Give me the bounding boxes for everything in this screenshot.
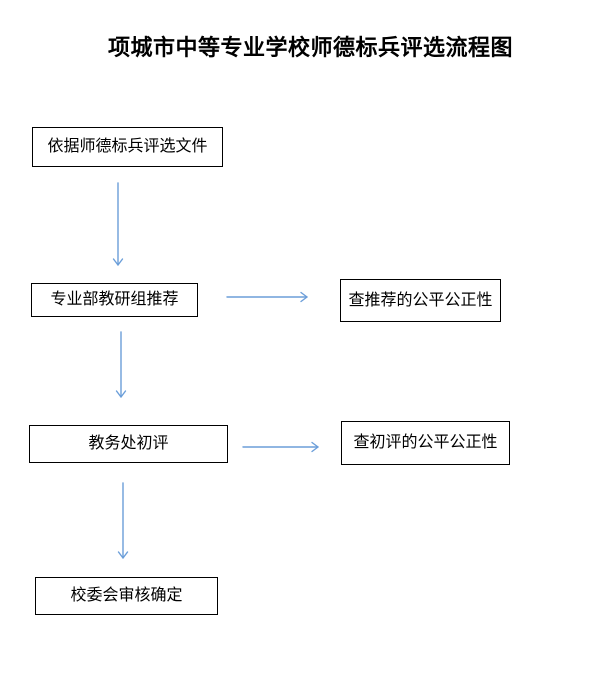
flow-box-label: 查推荐的公平公正性 bbox=[348, 291, 493, 309]
flow-box-check-recommendation-fairness: 查推荐的公平公正性 bbox=[340, 279, 501, 322]
arrow-down-step3-to-step4 bbox=[117, 482, 129, 559]
flow-box-label: 校委会审核确定 bbox=[70, 587, 183, 604]
flow-box-label: 专业部教研组推荐 bbox=[50, 291, 179, 308]
flow-box-group-recommendation: 专业部教研组推荐 bbox=[31, 283, 198, 317]
page-title: 项城市中等专业学校师德标兵评选流程图 bbox=[107, 35, 513, 60]
flow-box-basis-document: 依据师德标兵评选文件 bbox=[32, 127, 223, 167]
flow-box-check-review-fairness: 查初评的公平公正性 bbox=[341, 421, 510, 465]
arrow-right-step3-to-check2 bbox=[242, 441, 319, 453]
arrow-down-step1-to-step2 bbox=[112, 182, 124, 266]
arrow-down-step2-to-step3 bbox=[115, 331, 127, 398]
flow-box-preliminary-review: 教务处初评 bbox=[29, 425, 228, 463]
flow-box-label: 查初评的公平公正性 bbox=[353, 434, 498, 451]
flow-box-label: 依据师德标兵评选文件 bbox=[47, 138, 208, 155]
arrow-right-step2-to-check1 bbox=[226, 291, 308, 303]
flow-box-committee-confirmation: 校委会审核确定 bbox=[35, 577, 218, 615]
flow-box-label: 教务处初评 bbox=[88, 435, 169, 452]
